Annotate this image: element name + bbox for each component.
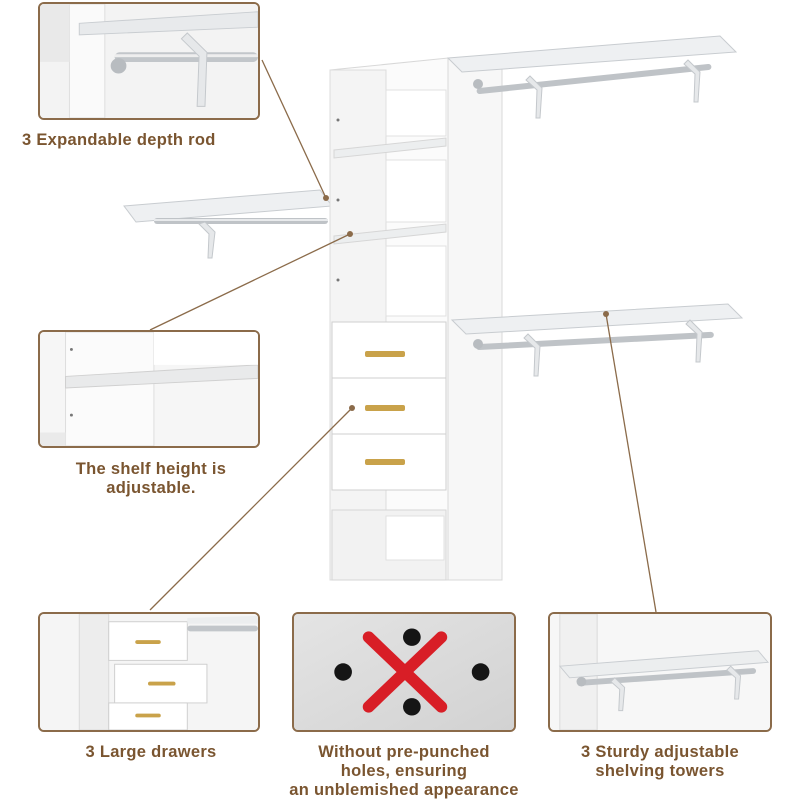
inset-adjustable-shelf (38, 330, 260, 448)
inset-no-holes (292, 612, 516, 732)
caption-shelf-height-line1: The shelf height is (75, 460, 227, 478)
caption-shelving-towers: 3 Sturdy adjustable shelving towers (548, 743, 772, 781)
caption-no-holes: Without pre-punched holes, ensuring an u… (276, 743, 532, 800)
x-mark-icon (362, 631, 448, 713)
inset-large-drawers (38, 612, 260, 732)
caption-no-holes-line1: Without pre-punched (318, 743, 490, 761)
left-shelf-with-rod (123, 189, 333, 259)
hole-icon (334, 628, 490, 716)
top-right-shelf-with-rod (446, 35, 738, 119)
inset-shelving-towers (548, 612, 772, 732)
caption-shelf-height-line2: adjustable. (106, 478, 196, 497)
caption-expandable-rod: 3 Expandable depth rod (22, 131, 216, 149)
caption-shelving-towers-line2: shelving towers (595, 761, 725, 780)
caption-no-holes-line2: holes, ensuring (340, 761, 468, 780)
caption-shelf-height: The shelf height is adjustable. (40, 460, 262, 498)
caption-no-holes-line3: an unblemished appearance (289, 780, 519, 799)
caption-drawers: 3 Large drawers (85, 743, 217, 761)
caption-shelving-towers-line1: 3 Sturdy adjustable (581, 743, 739, 761)
inset-expandable-rod (38, 2, 260, 120)
left-tower (329, 57, 449, 581)
